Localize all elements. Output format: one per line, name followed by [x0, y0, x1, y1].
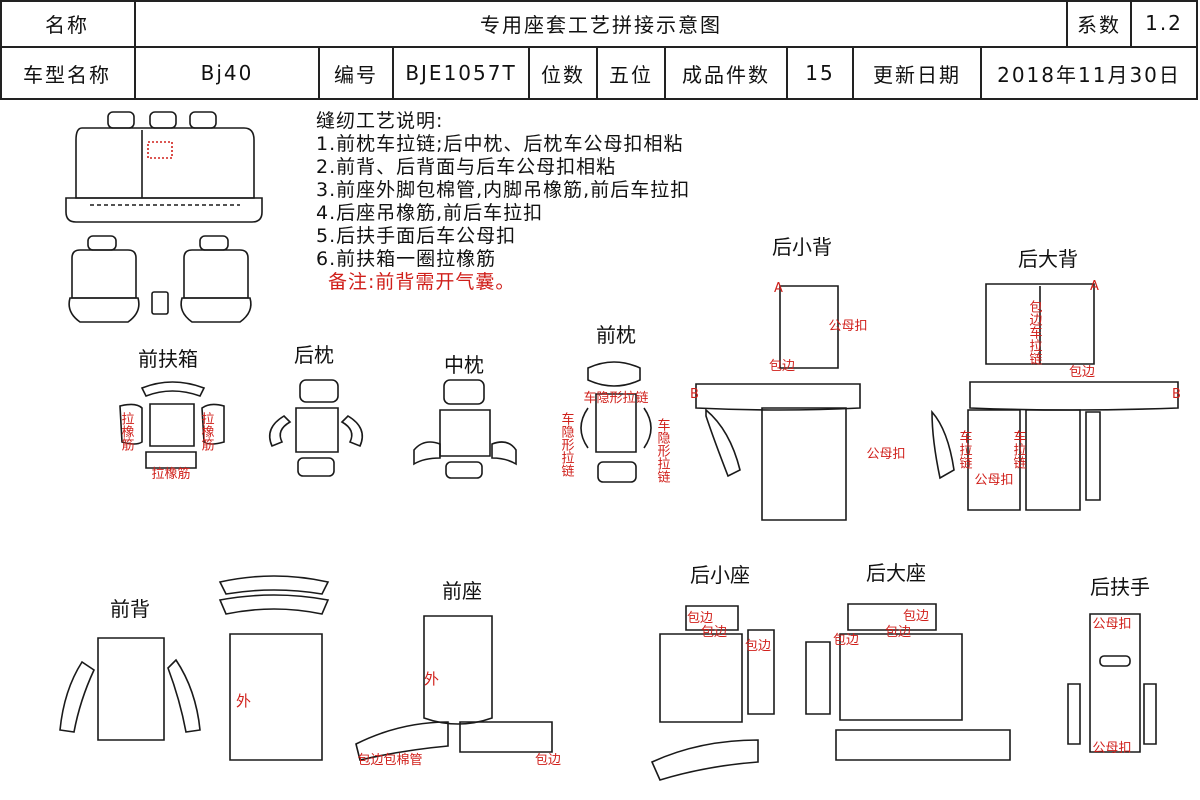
header-table: 名称 专用座套工艺拼接示意图 系数 1.2 车型名称 Bj40 编号 BJE10… [0, 0, 1200, 100]
note-large-back-zipper-right: 车拉链 [1011, 429, 1027, 470]
note-large-back-snap: 公母扣 [974, 473, 1013, 488]
note-armbox-elastic-right: 拉橡筋 [199, 412, 215, 451]
note-item-6: 6.前扶箱一圈拉橡筋 [316, 248, 497, 270]
note-front-seat-outer: 外 [424, 670, 439, 688]
notes-remark: 备注:前背需开气囊。 [328, 271, 516, 293]
coef-label: 系数 [1068, 0, 1132, 48]
pieces-value: 15 [788, 48, 854, 100]
label-middle-headrest: 中枕 [444, 353, 484, 377]
overview-rear-bench [65, 111, 263, 223]
note-armrest-snap-bottom: 公母扣 [1092, 741, 1131, 756]
label-rear-small-seat: 后小座 [690, 563, 750, 587]
label-rear-large-back: 后大背 [1018, 247, 1078, 271]
note-front-headrest-zipper-top: 车隐形拉链 [583, 390, 648, 406]
date-label: 更新日期 [854, 48, 982, 100]
label-rear-large-seat: 后大座 [866, 561, 926, 585]
note-front-headrest-zipper-right: 车隐形拉链 [655, 417, 671, 484]
seats-value: 五位 [598, 48, 666, 100]
model-value: Bj40 [136, 48, 320, 100]
note-small-back-mark-b: B [690, 387, 699, 402]
page-title: 专用座套工艺拼接示意图 [136, 0, 1068, 48]
sewing-notes: 缝纫工艺说明: 1.前枕车拉链;后中枕、后枕车公母扣相粘 2.前背、后背面与后车… [316, 110, 690, 294]
coef-value: 1.2 [1132, 0, 1198, 48]
label-rear-headrest: 后枕 [294, 343, 334, 367]
note-small-seat-binding-2: 包边 [701, 625, 727, 640]
code-value: BJE1057T [394, 48, 530, 100]
note-large-back-mark-a: A [1090, 279, 1099, 294]
note-item-1: 1.前枕车拉链;后中枕、后枕车公母扣相粘 [316, 133, 684, 155]
note-large-seat-binding-3: 包边 [833, 633, 859, 648]
label-rear-small-back: 后小背 [772, 235, 832, 259]
rear-armrest-pieces [1067, 613, 1157, 753]
note-item-3: 3.前座外脚包棉管,内脚吊橡筋,前后车拉扣 [316, 179, 691, 201]
note-large-back-zipper-left: 车拉链 [957, 429, 973, 470]
rear-headrest-pieces [268, 379, 364, 477]
note-front-back-outer: 外 [236, 692, 251, 710]
note-large-back-binding: 包边 [1069, 365, 1095, 380]
rear-small-seat-pieces [650, 605, 775, 781]
notes-heading: 缝纫工艺说明: [316, 110, 444, 132]
note-armbox-elastic-left: 拉橡筋 [119, 412, 135, 451]
note-small-seat-binding-3: 包边 [745, 639, 771, 654]
label-front-headrest: 前枕 [596, 323, 636, 347]
note-large-seat-binding-2: 包边 [885, 625, 911, 640]
label-front-back: 前背 [110, 597, 150, 621]
date-value: 2018年11月30日 [982, 48, 1198, 100]
note-armbox-elastic-bottom: 拉橡筋 [151, 466, 190, 482]
note-item-5: 5.后扶手面后车公母扣 [316, 225, 517, 247]
front-back-pieces [59, 575, 330, 761]
note-small-back-snap-mid: 公母扣 [866, 447, 905, 462]
seats-label: 位数 [530, 48, 598, 100]
note-front-seat-binding: 包边 [535, 753, 561, 768]
middle-headrest-pieces [413, 379, 517, 479]
pattern-diagram: 前扶箱 后枕 中枕 前枕 后小背 后大背 前背 前座 后小座 后大座 后扶手 拉… [59, 111, 1181, 781]
note-item-2: 2.前背、后背面与后车公母扣相粘 [316, 156, 617, 178]
note-front-headrest-zipper-left: 车隐形拉链 [559, 411, 575, 478]
note-large-back-mark-b: B [1172, 387, 1181, 402]
front-headrest-pieces [580, 361, 652, 483]
note-small-seat-binding-1: 包边 [687, 611, 713, 626]
label-front-armbox: 前扶箱 [138, 347, 198, 371]
front-armbox-pieces [119, 381, 225, 469]
note-armrest-snap-top: 公母扣 [1092, 617, 1131, 632]
note-small-back-mark-a: A [774, 281, 783, 296]
overview-front-seats [68, 235, 252, 323]
note-small-back-binding: 包边 [769, 359, 795, 374]
rear-large-back-pieces [931, 283, 1179, 511]
rear-small-back-pieces [695, 285, 861, 521]
pieces-label: 成品件数 [666, 48, 788, 100]
note-item-4: 4.后座吊橡筋,前后车拉扣 [316, 202, 544, 224]
front-seat-pieces [355, 615, 553, 761]
label-rear-armrest: 后扶手 [1090, 575, 1150, 599]
note-small-back-snap-top: 公母扣 [828, 319, 867, 334]
rear-large-seat-pieces [805, 603, 1011, 761]
note-front-seat-binding-foam: 包边包棉管 [357, 753, 422, 768]
name-label: 名称 [0, 0, 136, 48]
code-label: 编号 [320, 48, 394, 100]
note-large-back-binding-zip: 包边车拉链 [1027, 300, 1043, 366]
note-large-seat-binding-1: 包边 [903, 609, 929, 624]
model-label: 车型名称 [0, 48, 136, 100]
label-front-seat: 前座 [442, 579, 482, 603]
